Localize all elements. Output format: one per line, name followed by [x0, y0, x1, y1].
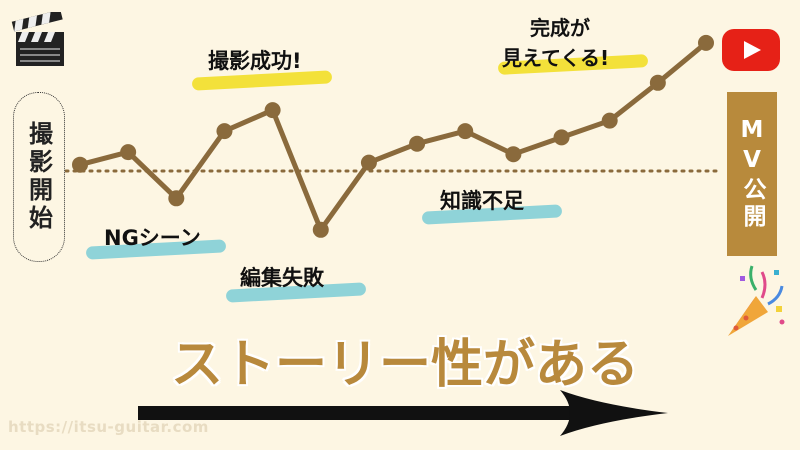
annotation-fail: 編集失敗 — [240, 266, 324, 290]
data-point — [409, 135, 426, 152]
annotation-success: 撮影成功! — [208, 49, 302, 73]
data-point — [649, 74, 666, 91]
site-url: https://itsu-guitar.com — [8, 418, 209, 436]
start-label: 撮影開始 — [24, 121, 53, 233]
data-point — [457, 123, 474, 140]
data-point — [120, 144, 137, 161]
arrow-right-icon — [138, 390, 668, 436]
series-line — [79, 40, 708, 233]
start-label-box: 撮影開始 — [13, 92, 65, 262]
data-point — [360, 154, 377, 171]
story-heading: ストーリー性がある — [169, 334, 640, 397]
clapperboard-icon — [11, 12, 64, 66]
data-point — [505, 146, 522, 163]
annotation-ng: NGシーン — [104, 226, 201, 250]
data-point — [72, 156, 88, 173]
annotation-done-line2: 見えてくる! — [502, 46, 610, 70]
data-point — [168, 190, 185, 207]
data-point — [264, 102, 281, 119]
party-popper-icon — [728, 265, 785, 336]
data-point — [553, 129, 570, 146]
end-label: MV公開 — [739, 117, 765, 231]
youtube-icon — [722, 29, 780, 71]
data-point — [601, 112, 618, 129]
data-point — [312, 221, 329, 238]
end-label-box: MV公開 — [727, 92, 777, 256]
annotation-knowledge: 知識不足 — [440, 189, 524, 213]
data-point — [216, 123, 233, 140]
annotation-done-line1: 完成が — [530, 16, 590, 40]
data-point — [698, 34, 714, 51]
